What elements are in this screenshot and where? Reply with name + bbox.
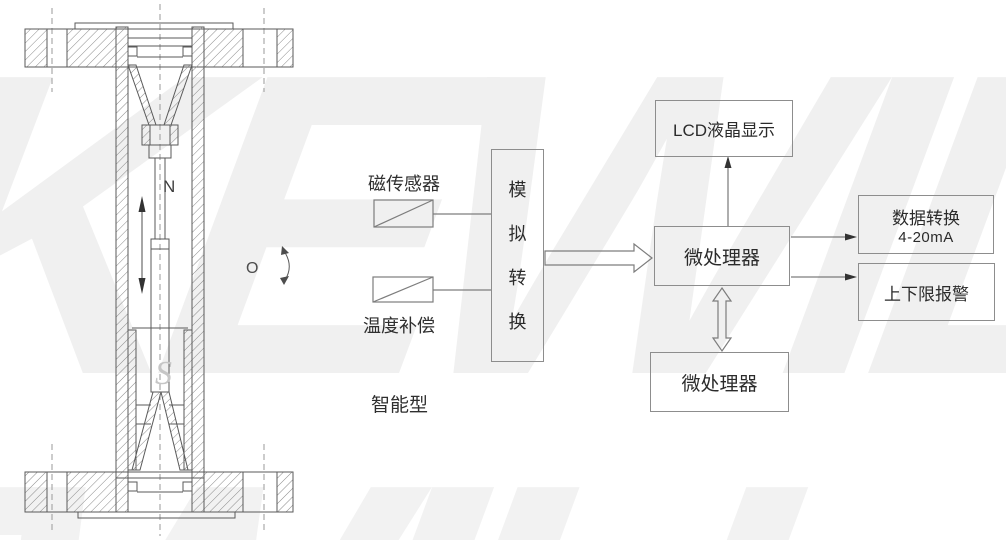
data-conversion-label: 数据转换 [892, 208, 960, 228]
limit-alarm-box: 上下限报警 [858, 263, 995, 321]
block-diagram-connectors [372, 199, 733, 353]
analog-converter-vertical-text: 模 拟 转 换 [509, 181, 527, 331]
smart-type-label: 智能型 [371, 395, 429, 416]
thin-arrows [724, 156, 857, 281]
south-pole-label: S [155, 355, 172, 392]
mcu-to-dataconv-arrow [791, 233, 857, 241]
lower-internals [127, 327, 193, 471]
mcu2-label: 微处理器 [681, 373, 758, 395]
lcd-display-box: LCD液晶显示 [655, 100, 793, 157]
mcu-to-lcd-arrow [724, 156, 732, 226]
mag-sensor-label: 磁传感器 [368, 174, 440, 194]
temp-comp-symbol [372, 276, 434, 303]
temp-comp-label: 温度补偿 [363, 316, 435, 336]
mag-sensor-symbol [373, 199, 434, 228]
limit-alarm-label: 上下限报警 [884, 284, 969, 304]
mcu-box: 微处理器 [654, 226, 790, 286]
mcu-label: 微处理器 [683, 247, 760, 269]
tube-walls [115, 26, 205, 513]
mcu-to-alarm-arrow [791, 273, 857, 281]
top-internals [127, 37, 193, 239]
analog-to-mcu-arrow [544, 242, 653, 274]
bottom-flange [24, 471, 294, 519]
mcu-to-mcu2-double-arrow [711, 286, 733, 353]
centerlines [51, 4, 265, 536]
float-travel-arrow [138, 196, 146, 294]
analog-char-1: 模 [508, 179, 527, 200]
origin-label: O [246, 260, 258, 277]
lcd-display-label: LCD液晶显示 [672, 121, 775, 140]
analog-converter-box: 模 拟 转 换 [491, 149, 544, 362]
analog-char-3: 转 [508, 267, 527, 288]
data-conversion-box: 数据转换 4-20mA [858, 195, 994, 254]
analog-char-2: 拟 [508, 223, 527, 244]
mcu2-box: 微处理器 [650, 352, 789, 412]
analog-char-4: 换 [508, 311, 527, 332]
north-pole-label: N [163, 177, 175, 196]
flowmeter-cross-section [24, 4, 294, 536]
top-flange [24, 22, 294, 68]
rotation-mark [280, 246, 290, 285]
data-conversion-range: 4-20mA [898, 228, 954, 246]
